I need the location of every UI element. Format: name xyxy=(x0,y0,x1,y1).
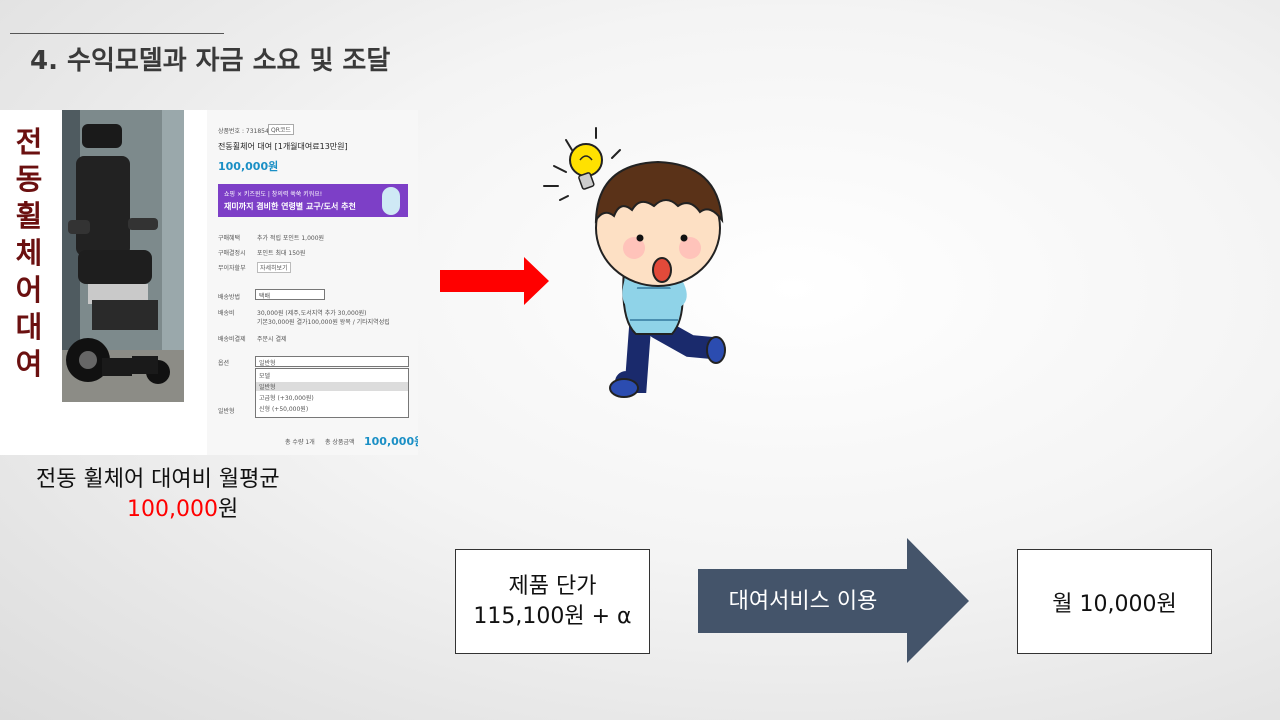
unit-price-value: 115,100원 + α xyxy=(473,603,632,629)
monthly-fee-box: 월 10,000원 xyxy=(1017,549,1212,654)
dropdown-option[interactable]: 신형 (+50,000원) xyxy=(259,406,309,413)
qr-code-button[interactable]: QR코드 xyxy=(268,124,294,135)
red-arrow-icon xyxy=(440,257,549,305)
slide-title: 4. 수익모델과 자금 소요 및 조달 xyxy=(30,46,391,76)
dropdown-option[interactable]: 고급형 (+30,000원) xyxy=(259,395,314,402)
promo-line-2: 재미까지 겸비한 연령별 교구/도서 추천 xyxy=(224,202,356,211)
product-price: 100,000원 xyxy=(218,160,279,173)
vertical-char: 동 xyxy=(15,162,43,196)
row-value: 기본30,000원 결가100,000원 왕복 / 기타지역성립 xyxy=(257,319,390,326)
caption-unit: 원 xyxy=(217,497,239,522)
row-label: 무이자할부 xyxy=(218,265,246,272)
vertical-char: 전 xyxy=(15,125,43,159)
row-value: 포인트 최대 150원 xyxy=(257,250,306,257)
row-label: 배송비결제 xyxy=(218,336,246,343)
caption-line-1: 전동 휠체어 대여비 월평균 xyxy=(36,467,280,492)
monthly-fee-value: 월 10,000원 xyxy=(1052,591,1177,617)
row-label: 구매혜택 xyxy=(218,235,241,242)
unit-price-box: 제품 단가 115,100원 + α xyxy=(455,549,650,654)
lightbulb-icon xyxy=(569,143,603,190)
idea-boy-illustration xyxy=(543,127,726,398)
shipping-select[interactable]: 택배 xyxy=(255,289,325,300)
vertical-char: 휠 xyxy=(15,199,43,233)
row-label: 배송방법 xyxy=(218,294,241,301)
vertical-char: 체 xyxy=(15,236,43,270)
vertical-title: 전 동 휠 체 어 대 여 xyxy=(8,124,50,383)
caption-line-2: 100,000원 xyxy=(127,491,238,523)
title-rule xyxy=(10,33,224,34)
details-link[interactable]: 자세히보기 xyxy=(257,262,291,273)
unit-price-label: 제품 단가 xyxy=(508,573,597,599)
dropdown-option[interactable]: 모델 xyxy=(259,373,271,380)
selected-option: 일반형 xyxy=(218,408,235,415)
product-detail-panel: 상품번호 : 731854556 QR코드 전동휠체어 대여 [1개월대여료13… xyxy=(207,110,418,455)
row-label: 배송비 xyxy=(218,310,235,317)
row-value: 추가 적립 포인트 1,000원 xyxy=(257,235,325,242)
row-label: 옵션 xyxy=(218,360,230,367)
option-select-value: 일반형 xyxy=(259,360,276,367)
caption-amount: 100,000 xyxy=(127,497,218,522)
total-quantity: 총 수량 1개 xyxy=(285,439,315,446)
product-name: 전동휠체어 대여 [1개월대여료13만원] xyxy=(218,142,348,151)
wheelchair-photo xyxy=(62,110,184,402)
row-label: 구매결정시 xyxy=(218,250,246,257)
rental-service-arrow-icon xyxy=(698,538,969,663)
product-screenshot: 전 동 휠 체 어 대 여 xyxy=(0,110,418,455)
vertical-char: 어 xyxy=(15,273,43,307)
kid-photo-icon xyxy=(382,187,400,215)
option-dropdown-list[interactable]: 모델 일반형 고급형 (+30,000원) 신형 (+50,000원) xyxy=(255,368,409,418)
product-number: 상품번호 : 731854556 xyxy=(218,128,281,135)
total-price-label: 총 상품금액 xyxy=(325,439,355,446)
vertical-char: 대 xyxy=(15,310,43,344)
product-image-area: 전 동 휠 체 어 대 여 xyxy=(0,110,205,455)
dropdown-option[interactable]: 일반형 xyxy=(256,382,408,391)
vertical-char: 여 xyxy=(15,347,43,381)
row-value: 주문시 결제 xyxy=(257,336,287,343)
shipping-select-value: 택배 xyxy=(259,293,271,300)
row-value: 30,000원 (제주,도서지역 추가 30,000원) xyxy=(257,310,367,317)
idea-rays-icon xyxy=(543,127,621,201)
total-price: 100,000원 xyxy=(364,435,418,448)
promo-line-1: 쇼핑 × 키즈윈도 | 창의력 쑥쑥 키워요! xyxy=(224,191,323,198)
option-select[interactable]: 일반형 xyxy=(255,356,409,367)
rental-service-label: 대여서비스 이용 xyxy=(728,589,878,614)
promo-banner[interactable]: 쇼핑 × 키즈윈도 | 창의력 쑥쑥 키워요! 재미까지 겸비한 연령별 교구/… xyxy=(218,184,408,217)
